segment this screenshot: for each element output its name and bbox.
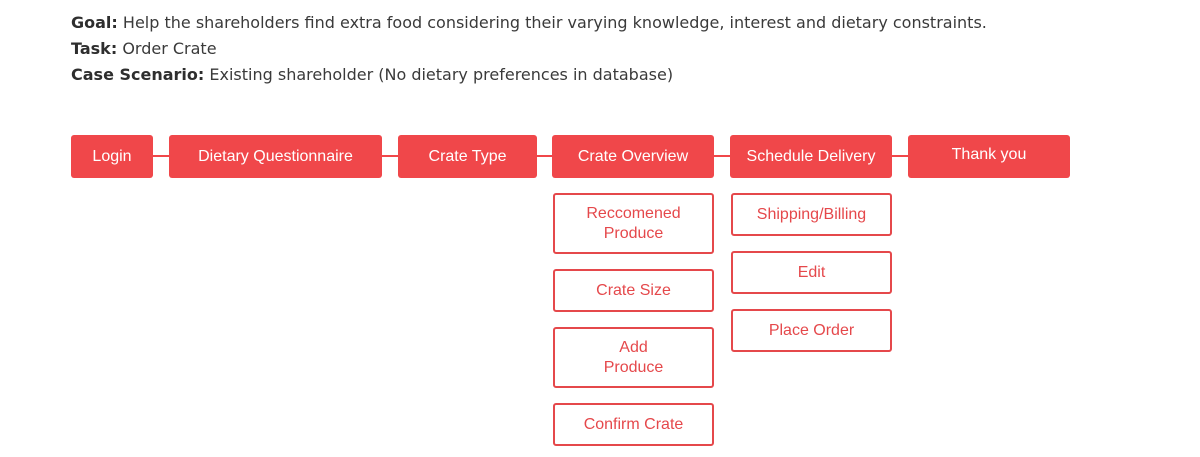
crate-type-step: Crate Type (398, 135, 537, 178)
task-label: Task: (71, 39, 118, 58)
thank-you-step: Thank you (908, 135, 1070, 178)
connector-login-questionnaire (153, 155, 169, 157)
goal-line: Goal: Help the shareholders find extra f… (71, 13, 987, 33)
login-step: Login (71, 135, 153, 178)
task-text: Order Crate (122, 39, 217, 58)
schedule-delivery-step: Schedule Delivery (730, 135, 892, 178)
edit-substep: Edit (731, 251, 892, 294)
task-line: Task: Order Crate (71, 39, 217, 59)
recommended-produce-substep: Reccomened Produce (553, 193, 714, 254)
case-scenario-label: Case Scenario: (71, 65, 205, 84)
place-order-substep: Place Order (731, 309, 892, 352)
crate-overview-step: Crate Overview (552, 135, 714, 178)
dietary-questionnaire-step: Dietary Questionnaire (169, 135, 382, 178)
add-produce-substep: Add Produce (553, 327, 714, 388)
shipping-billing-substep: Shipping/Billing (731, 193, 892, 236)
goal-text: Help the shareholders find extra food co… (122, 13, 987, 32)
crate-size-substep: Crate Size (553, 269, 714, 312)
goal-label: Goal: (71, 13, 118, 32)
case-scenario-line: Case Scenario: Existing shareholder (No … (71, 65, 673, 85)
connector-schedule-thank-you (892, 155, 908, 157)
connector-questionnaire-crate-type (382, 155, 398, 157)
case-scenario-text: Existing shareholder (No dietary prefere… (209, 65, 674, 84)
confirm-crate-substep: Confirm Crate (553, 403, 714, 446)
connector-overview-schedule (714, 155, 730, 157)
connector-crate-type-overview (537, 155, 552, 157)
